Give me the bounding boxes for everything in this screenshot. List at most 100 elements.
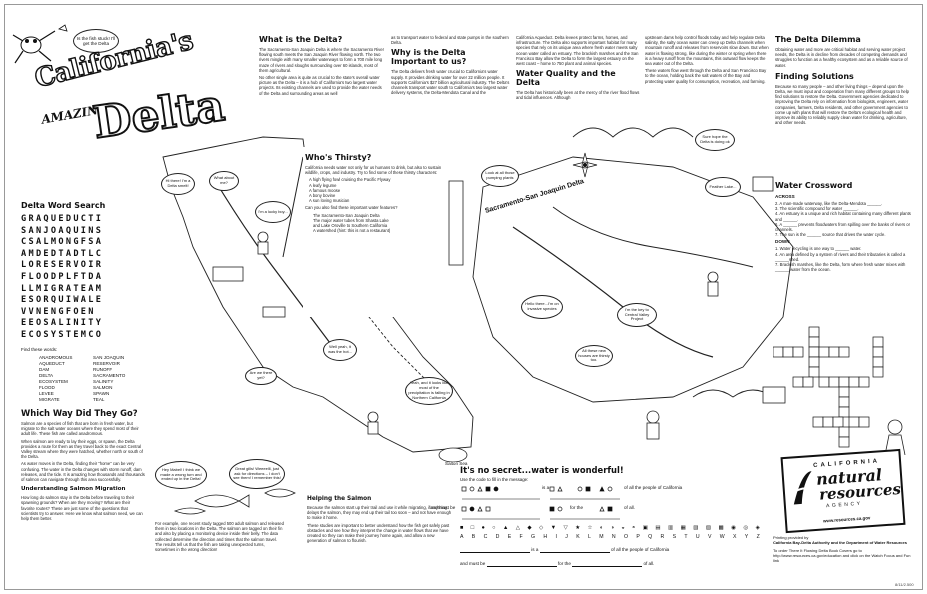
nr-agency: AGENCY bbox=[825, 500, 863, 510]
answer-blank[interactable] bbox=[539, 547, 610, 553]
helping-salmon-title: Helping the Salmon bbox=[307, 496, 372, 502]
cipher-symbol-icon: ◐ bbox=[599, 525, 604, 531]
cipher-letter: Z bbox=[756, 534, 760, 540]
word-item: SACRAMENTO bbox=[93, 372, 126, 378]
salmon-fish-illustration bbox=[173, 488, 296, 515]
word-item: SAN JOAQUIN bbox=[93, 354, 125, 360]
word-search-row[interactable]: GRAQUEDUCTI bbox=[21, 214, 104, 224]
dilemma-paragraph: Obtaining water and more are critical ha… bbox=[775, 47, 908, 68]
map-speech-bubble: Well yeah, it was the hot... bbox=[323, 339, 357, 361]
cipher-letter: P bbox=[636, 534, 640, 540]
cipher-symbol-icon: ▧ bbox=[693, 525, 699, 531]
thirsty-item: A famous moose bbox=[309, 187, 341, 193]
word-search-row[interactable]: LORESERVOIR bbox=[21, 260, 104, 271]
salton-sea-label: Salton Sea bbox=[445, 461, 468, 466]
cipher-letter: L bbox=[588, 534, 591, 540]
word-search-row[interactable]: LLMIGRATEAM bbox=[21, 283, 104, 294]
logo-speech-bubble: Is the fish stuck! I'll get the Delta bbox=[73, 29, 119, 53]
cipher-symbol-icon: ◈ bbox=[755, 525, 760, 531]
why-important-section: as to transport water to federal and sta… bbox=[391, 35, 511, 125]
map-speech-bubble: Feather Lake... bbox=[705, 177, 741, 197]
answer-blank[interactable] bbox=[572, 561, 643, 567]
delta-dilemma-section: The Delta Dilemma Obtaining water and mo… bbox=[775, 35, 915, 181]
map-speech-bubble: What about me? bbox=[209, 171, 239, 191]
word-list: ANADROMOUS SAN JOAQUIN AQUEDUCT RESERVOI… bbox=[39, 355, 171, 403]
word-search-row[interactable]: EEOSALINITY bbox=[21, 318, 104, 329]
word-search-grid: GRAQUEDUCTI SANJOAQUINS CSALMONGFSA AMDE… bbox=[21, 214, 171, 342]
tagging-study-section: For example, one recent study tagged 500… bbox=[155, 521, 285, 579]
cipher-letter: H bbox=[543, 534, 548, 540]
crossword-grid[interactable] bbox=[773, 323, 913, 455]
finding-solutions-title: Finding Solutions bbox=[775, 71, 854, 81]
answer-blank[interactable] bbox=[486, 561, 557, 567]
salmon-migration-paragraph: How long do salmon stay in the Delta bef… bbox=[21, 495, 143, 522]
answer-blank[interactable] bbox=[460, 547, 530, 553]
word-search-row[interactable]: SANJOAQUINS bbox=[21, 225, 104, 236]
cipher-symbol-icon: ★ bbox=[575, 525, 581, 531]
finding-solutions-paragraph: Because so many people – and other livin… bbox=[775, 83, 909, 126]
cipher-symbol-icon: ◎ bbox=[743, 525, 749, 531]
compass-rose-icon bbox=[572, 152, 598, 178]
word-item: SALINITY bbox=[93, 378, 114, 384]
across-clue: 3. The scientific compound for water ___… bbox=[775, 206, 859, 212]
what-is-paragraph-1: The Sacramento-San Joaquin Delta is wher… bbox=[259, 47, 384, 73]
water-crossword: Water Crossword ACROSS 2. A man-made wat… bbox=[775, 181, 915, 272]
word-item: MIGRATE bbox=[39, 396, 60, 402]
word-item: FLOOD bbox=[39, 384, 55, 390]
water-quality-lead: California Aqueduct. Delta levees protec… bbox=[516, 35, 639, 67]
cipher-symbol-icon: ◒ bbox=[621, 525, 625, 531]
cipher-symbol-icon: ◆ bbox=[527, 525, 532, 531]
natural-resources-agency-logo: CALIFORNIA natural resources AGENCY www.… bbox=[780, 448, 906, 534]
word-search-row[interactable]: ESORQUIWALE bbox=[21, 295, 104, 306]
word-search-row[interactable]: ECOSYSTEMCO bbox=[21, 329, 104, 340]
cipher-letter: I bbox=[555, 534, 557, 540]
word-search-row[interactable]: AMDEDTADTLC bbox=[21, 248, 104, 259]
map-speech-bubble: Hello there...I'm on invasive species bbox=[521, 295, 563, 319]
crossword-title: Water Crossword bbox=[775, 181, 853, 190]
feature-item: A watershed (hint: this is not a restaur… bbox=[313, 228, 391, 234]
cipher-letter: S bbox=[672, 534, 677, 540]
feature-item: The major water tubes from Shasta Lake a… bbox=[313, 217, 389, 229]
nr-website-link[interactable]: www.resources.ca.gov bbox=[822, 515, 871, 524]
feature-item: The Sacramento-San Joaquin Delta bbox=[313, 212, 380, 218]
across-clue: 6. A ______ prevents floodwaters from sp… bbox=[775, 221, 911, 233]
answer-text: for the bbox=[557, 561, 571, 566]
cipher-letter: U bbox=[695, 534, 700, 540]
activity-sheet: Is the fish stuck! I'll get the Delta Ca… bbox=[4, 4, 923, 590]
cipher-symbol-icon: ◑ bbox=[610, 525, 614, 531]
cipher-letter: J bbox=[565, 534, 568, 540]
why-important-lead: as to transport water to federal and sta… bbox=[391, 35, 509, 46]
map-speech-bubble: Yeah, and it looks like most of the prec… bbox=[405, 377, 453, 405]
what-is-paragraph-2: No other single area is quite as crucial… bbox=[259, 75, 382, 96]
thirsty-item: A sun loving musician bbox=[309, 198, 350, 204]
dilemma-title: The Delta Dilemma bbox=[775, 35, 861, 44]
helping-salmon-paragraph-2: These studies are important to better un… bbox=[307, 522, 450, 544]
cipher-letter: D bbox=[495, 534, 500, 540]
word-search-row[interactable]: FLOODPLFTDA bbox=[21, 271, 104, 282]
cipher-letter: X bbox=[732, 534, 737, 540]
thirsty-item: A leafy legume bbox=[309, 182, 337, 188]
cipher-symbol-icon: ■ bbox=[460, 525, 464, 531]
word-item: TEAL bbox=[93, 396, 105, 402]
cipher-letter: R bbox=[660, 534, 665, 540]
word-item: LEVEE bbox=[39, 390, 54, 396]
cipher-symbol-icon: ▨ bbox=[705, 525, 712, 531]
frog-mascot-icon bbox=[12, 24, 68, 64]
thirsty-item: A bony bovine bbox=[309, 193, 336, 199]
word-search-row[interactable]: VVNENGFOEN bbox=[21, 306, 96, 317]
whos-thirsty-section: Who's Thirsty? California needs water no… bbox=[305, 153, 443, 313]
cipher-symbol-icon: ▤ bbox=[655, 525, 661, 531]
salmon-migration-title: Understanding Salmon Migration bbox=[21, 486, 126, 493]
cipher-symbol-icon: ◉ bbox=[731, 525, 737, 531]
code-text: and must be bbox=[430, 505, 456, 510]
across-clue: 2. A man-made waterway, like the Delta-M… bbox=[775, 201, 883, 206]
map-speech-bubble: Hi there! I'm a Delta smelt! bbox=[161, 173, 195, 195]
salinity-paragraph-1: upstream dams help control floods today … bbox=[645, 35, 769, 67]
cipher-letter: O bbox=[623, 534, 628, 540]
word-search-row[interactable]: CSALMONGFSA bbox=[21, 237, 104, 248]
cipher-symbol-icon: ▣ bbox=[642, 525, 649, 531]
which-way-title: Which Way Did They Go? bbox=[21, 409, 138, 418]
word-search-title: Delta Word Search bbox=[21, 201, 106, 210]
cipher-symbol-icon: △ bbox=[515, 525, 521, 531]
water-quality-title: Water Quality and the Delta bbox=[516, 69, 616, 88]
